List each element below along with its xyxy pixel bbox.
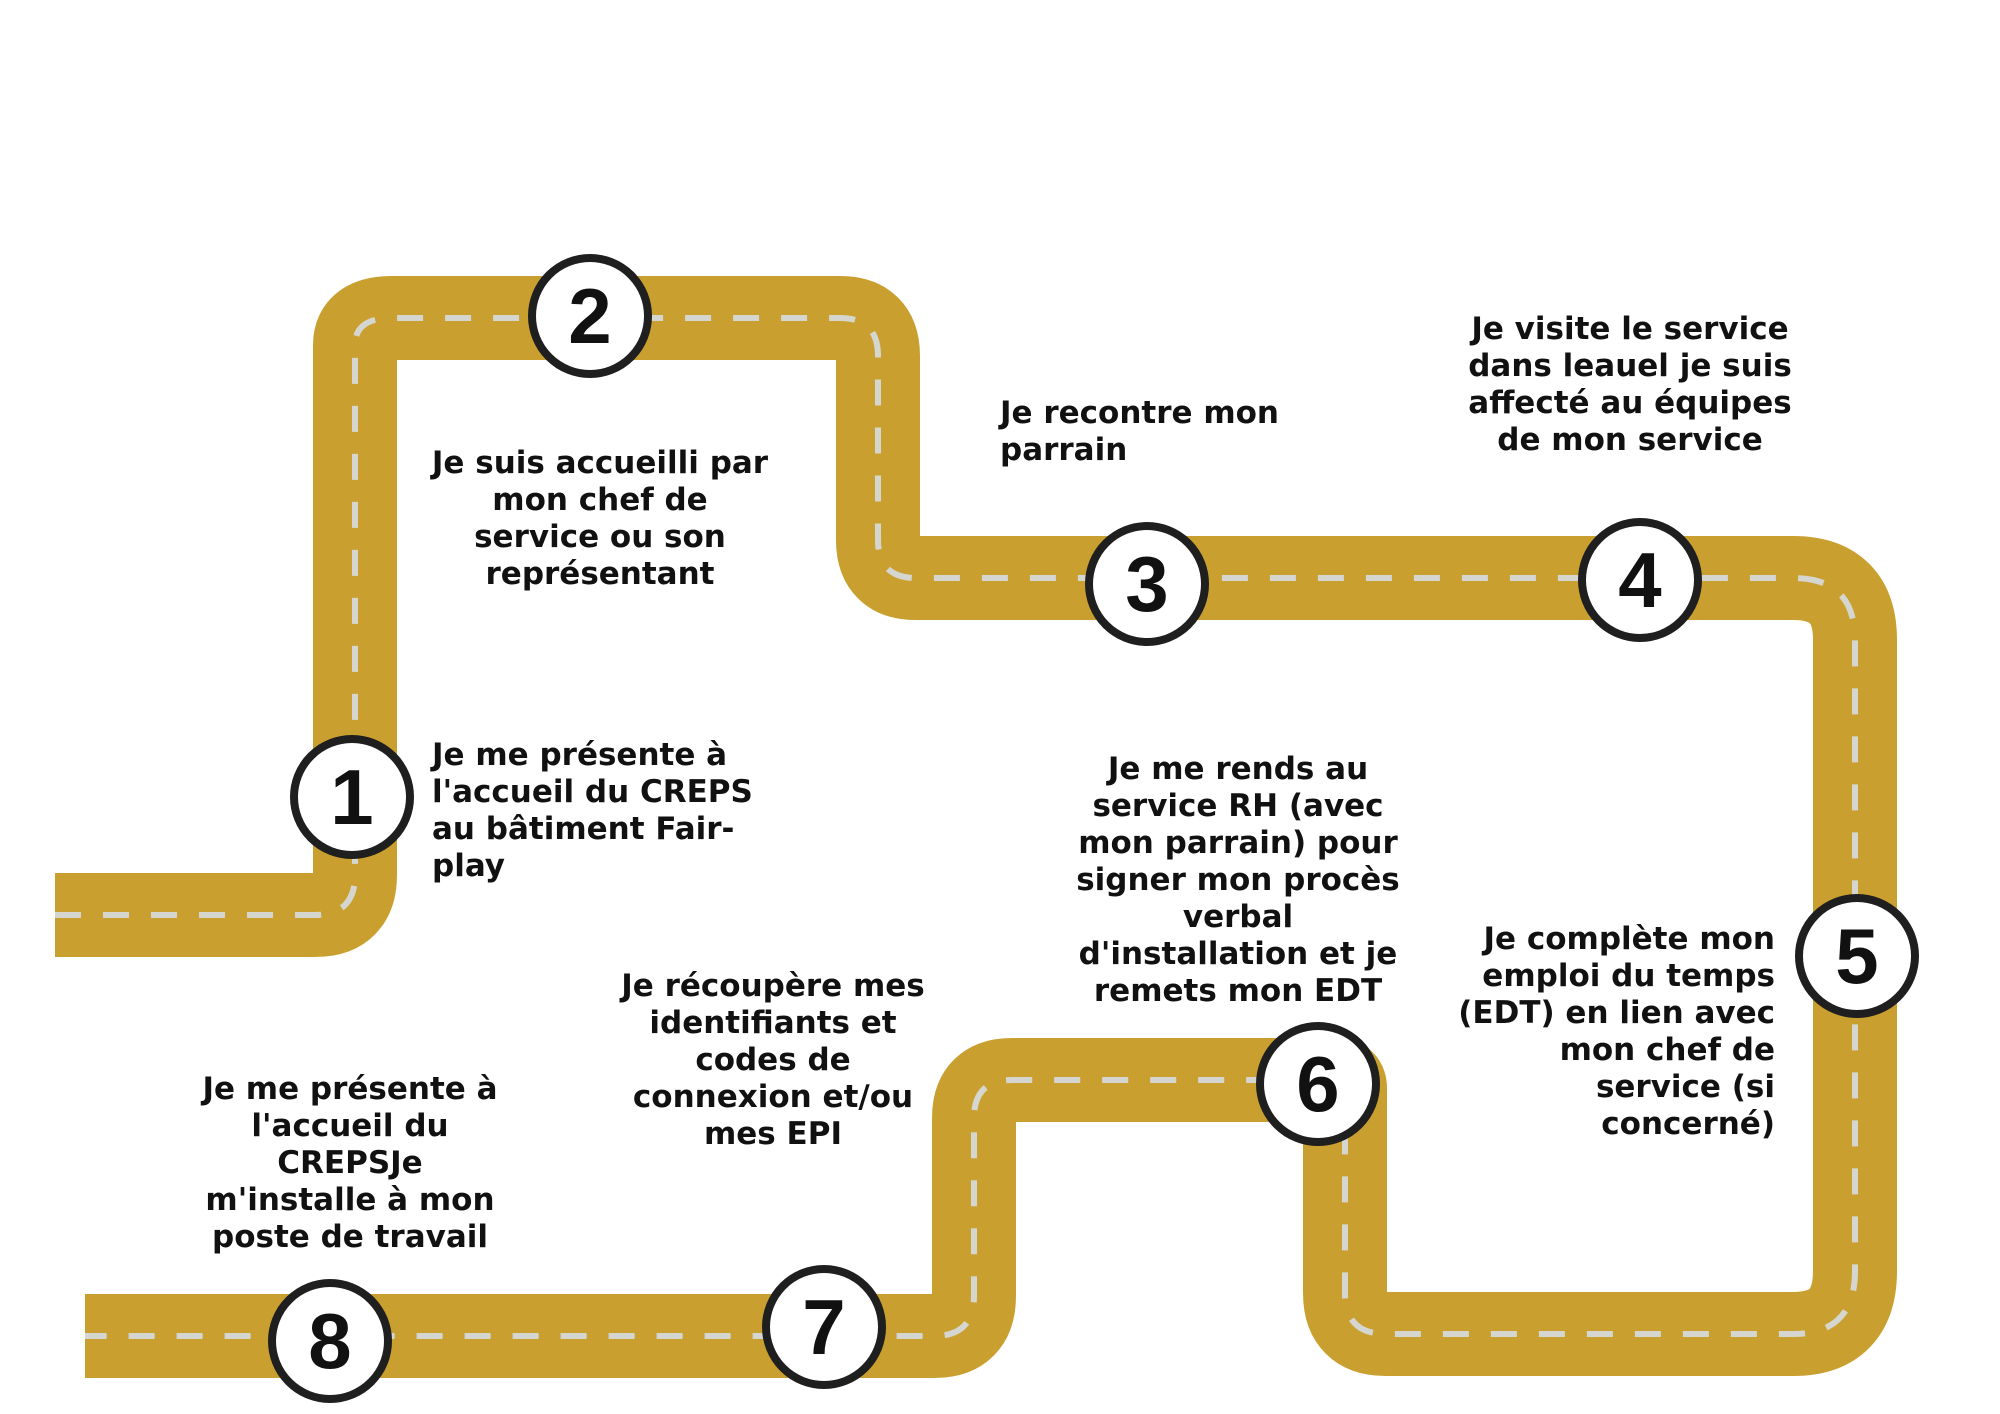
step-7-marker: 7 bbox=[762, 1265, 886, 1389]
step-6-number: 6 bbox=[1296, 1039, 1340, 1128]
step-4-number: 4 bbox=[1618, 535, 1662, 624]
step-4-marker: 4 bbox=[1578, 518, 1702, 642]
step-2-number: 2 bbox=[568, 271, 612, 360]
step-4-label: Je visite le service dans leauel je suis… bbox=[1468, 311, 1792, 458]
step-3-label: Je recontre mon parrain bbox=[1000, 395, 1279, 468]
step-7-label: Je récoupère mes identifiants et codes d… bbox=[621, 968, 925, 1152]
step-1-label: Je me présente à l'accueil du CREPS au b… bbox=[432, 737, 753, 884]
step-8-marker: 8 bbox=[268, 1279, 392, 1403]
step-5-number: 5 bbox=[1835, 911, 1879, 1000]
step-2-label: Je suis accueilli par mon chef de servic… bbox=[431, 445, 769, 592]
step-8-label: Je me présente à l'accueil du CREPSJe m'… bbox=[202, 1071, 498, 1255]
step-5-marker: 5 bbox=[1795, 894, 1919, 1018]
step-6-marker: 6 bbox=[1256, 1022, 1380, 1146]
step-6-label: Je me rends au service RH (avec mon parr… bbox=[1076, 751, 1400, 1009]
step-2-marker: 2 bbox=[528, 254, 652, 378]
step-1-number: 1 bbox=[330, 752, 374, 841]
step-1-marker: 1 bbox=[290, 735, 414, 859]
step-8-number: 8 bbox=[308, 1296, 352, 1385]
step-3-marker: 3 bbox=[1085, 522, 1209, 646]
step-5-label: Je complète mon emploi du temps (EDT) en… bbox=[1458, 921, 1775, 1142]
step-3-number: 3 bbox=[1125, 539, 1169, 628]
step-7-number: 7 bbox=[802, 1282, 846, 1371]
